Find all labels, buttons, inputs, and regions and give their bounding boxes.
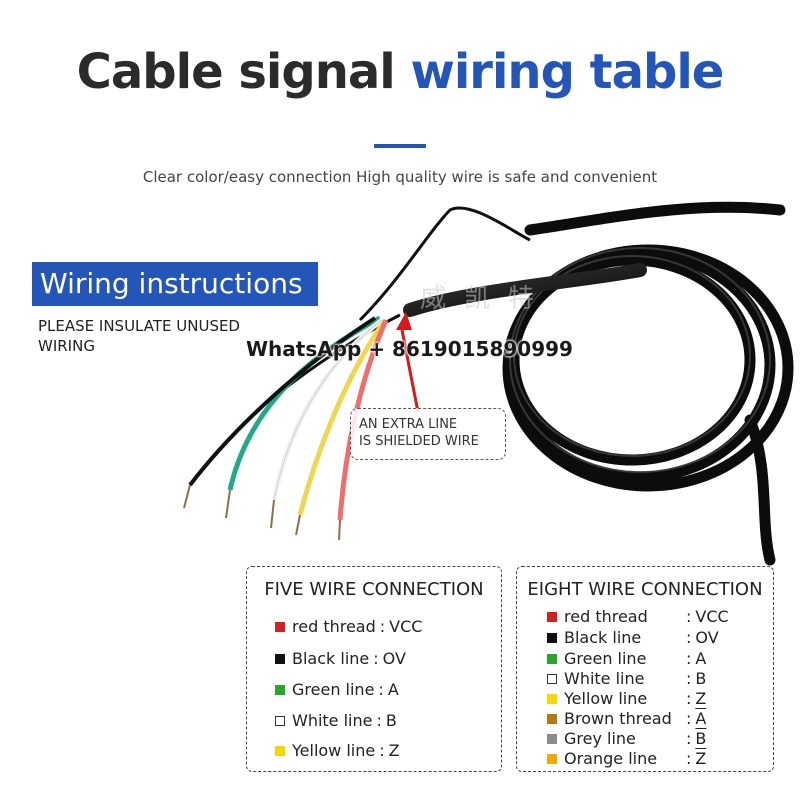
row-label: red thread xyxy=(564,607,648,626)
shield-note-line1: AN EXTRA LINE xyxy=(359,417,458,432)
row-signal: VCC xyxy=(695,607,729,626)
black-swatch-icon xyxy=(275,653,285,664)
five-wire-title: FIVE WIRE CONNECTION xyxy=(264,579,484,600)
row-label: Yellow line xyxy=(292,741,376,760)
row-sep: : xyxy=(379,741,385,760)
cable-photo xyxy=(183,201,794,566)
row-label: Orange line xyxy=(564,749,658,768)
title-underline xyxy=(374,144,426,148)
page-title: Cable signal wiring table xyxy=(0,44,800,100)
row-label: Green line xyxy=(292,680,375,699)
insulate-note: PLEASE INSULATE UNUSED WIRING xyxy=(38,317,240,355)
row-signal: B xyxy=(695,669,707,688)
grey-swatch-icon xyxy=(547,733,557,744)
row-sep: : xyxy=(686,689,692,708)
yellow-swatch-icon xyxy=(547,693,557,704)
row-signal: Z xyxy=(695,689,707,708)
red-swatch-icon xyxy=(547,611,557,622)
red-swatch-icon xyxy=(275,621,285,632)
eight-row-red: red thread : VCC xyxy=(547,607,729,626)
row-label: Yellow line xyxy=(564,689,648,708)
row-signal: VCC xyxy=(389,617,423,636)
row-signal: A xyxy=(387,680,399,699)
row-label: Black line xyxy=(292,649,370,668)
five-row-red: red thread : VCC xyxy=(275,617,422,636)
shield-note-line2: IS SHIELDED WIRE xyxy=(359,434,479,449)
row-sep: : xyxy=(379,617,386,636)
five-row-green: Green line : A xyxy=(275,680,399,699)
white-swatch-icon xyxy=(275,715,285,726)
row-sep: : xyxy=(686,729,692,748)
brown-swatch-icon xyxy=(547,713,557,724)
row-signal: B xyxy=(385,711,397,730)
row-sep: : xyxy=(686,709,692,728)
five-wire-panel: FIVE WIRE CONNECTION red thread : VCC Bl… xyxy=(246,566,502,772)
white-swatch-icon xyxy=(547,673,557,684)
row-sep: : xyxy=(686,649,692,668)
eight-row-black: Black line : OV xyxy=(547,628,719,647)
five-row-black: Black line : OV xyxy=(275,649,406,668)
row-sep: : xyxy=(686,607,692,626)
green-swatch-icon xyxy=(275,684,285,695)
row-label: Black line xyxy=(564,628,642,647)
row-label: red thread xyxy=(292,617,376,636)
five-row-yellow: Yellow line : Z xyxy=(275,741,400,760)
eight-wire-title: EIGHT WIRE CONNECTION xyxy=(527,579,763,600)
whatsapp-contact: WhatsApp + 8619015890999 xyxy=(246,337,573,361)
row-signal: OV xyxy=(382,649,406,668)
row-label: Green line xyxy=(564,649,647,668)
row-sep: : xyxy=(373,649,379,668)
eight-row-green: Green line : A xyxy=(547,649,706,668)
title-dark-part: Cable signal xyxy=(76,44,396,100)
row-signal: B xyxy=(695,729,707,748)
row-signal: A xyxy=(695,649,707,668)
eight-wire-panel: EIGHT WIRE CONNECTION red thread : VCC B… xyxy=(516,566,774,772)
yellow-swatch-icon xyxy=(275,745,285,756)
row-signal: Z xyxy=(388,741,400,760)
orange-swatch-icon xyxy=(547,753,557,764)
row-signal: A xyxy=(695,709,707,728)
row-sep: : xyxy=(686,628,692,647)
eight-row-orange: Orange line : Z xyxy=(547,749,706,768)
row-sep: : xyxy=(686,749,692,768)
row-signal: OV xyxy=(695,628,719,647)
eight-row-yellow: Yellow line : Z xyxy=(547,689,706,708)
eight-row-grey: Grey line : B xyxy=(547,729,706,748)
watermark-text: 威凯特 xyxy=(420,284,553,314)
row-sep: : xyxy=(376,711,382,730)
shielded-wire-callout: AN EXTRA LINE IS SHIELDED WIRE xyxy=(350,408,506,460)
eight-row-white: White line : B xyxy=(547,669,706,688)
eight-row-brown: Brown thread : A xyxy=(547,709,706,728)
row-sep: : xyxy=(686,669,692,688)
title-blue-part: wiring table xyxy=(410,44,724,100)
row-label: Brown thread xyxy=(564,709,672,728)
green-swatch-icon xyxy=(547,653,557,664)
row-label: Grey line xyxy=(564,729,636,748)
row-signal: Z xyxy=(695,749,707,768)
black-swatch-icon xyxy=(547,632,557,643)
subtitle: Clear color/easy connection High quality… xyxy=(142,168,658,186)
wiring-instructions-heading: Wiring instructions xyxy=(32,262,318,306)
row-label: White line xyxy=(292,711,373,730)
row-sep: : xyxy=(378,680,384,699)
row-label: White line xyxy=(564,669,645,688)
five-row-white: White line : B xyxy=(275,711,397,730)
